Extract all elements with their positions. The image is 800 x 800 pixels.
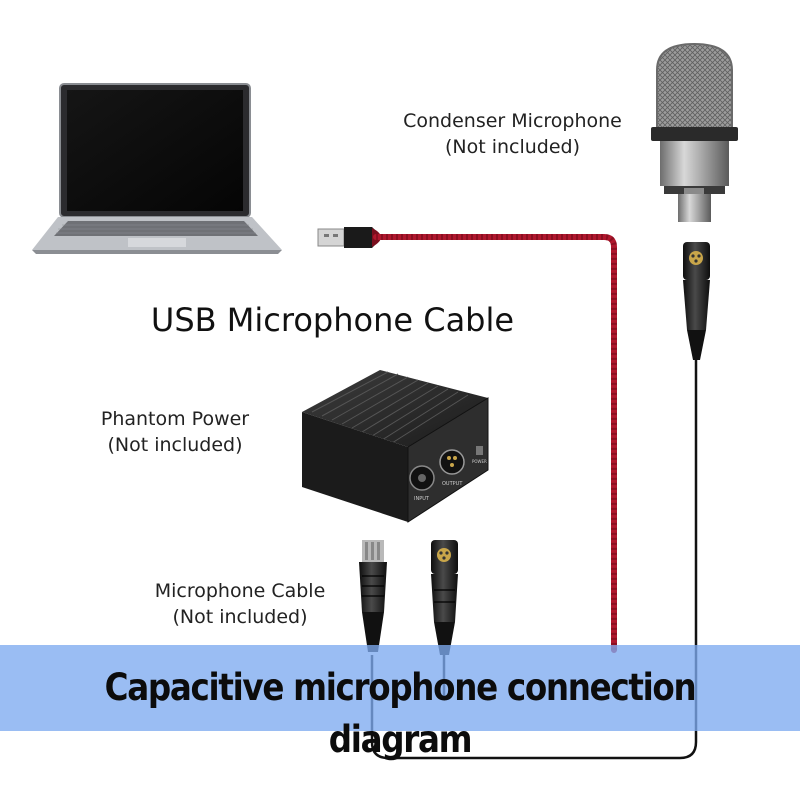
mic-cable xyxy=(370,360,698,760)
phantom-output-marking: OUTPUT xyxy=(442,481,463,487)
mic-cable-note: (Not included) xyxy=(172,606,308,628)
laptop-icon xyxy=(32,83,282,254)
title-banner xyxy=(0,645,800,731)
phantom-power-label: Phantom Power (Not included) xyxy=(90,406,260,458)
phantom-power-in-marking: POWER xyxy=(472,459,487,464)
mic-cable-name: Microphone Cable xyxy=(154,580,326,602)
condenser-mic-note: (Not included) xyxy=(444,136,581,158)
xlr-connector-icon xyxy=(359,540,387,652)
mic-cable-label: Microphone Cable (Not included) xyxy=(145,578,335,630)
usb-plug-icon xyxy=(317,227,381,248)
xlr-connector-icon xyxy=(431,540,458,655)
diagram-title: Capacitive microphone connection diagram xyxy=(104,666,697,761)
condenser-mic-label: Condenser Microphone (Not included) xyxy=(395,108,630,160)
phantom-power-note: (Not included) xyxy=(107,434,243,456)
phantom-power-name: Phantom Power xyxy=(100,408,250,430)
phantom-power-box-icon: INPUT OUTPUT POWER xyxy=(302,370,489,523)
usb-cable-label: USB Microphone Cable xyxy=(150,301,515,339)
xlr-connector-icon xyxy=(683,242,710,360)
condenser-microphone-icon xyxy=(651,42,738,222)
condenser-mic-name: Condenser Microphone xyxy=(403,110,622,132)
phantom-input-marking: INPUT xyxy=(414,496,430,502)
